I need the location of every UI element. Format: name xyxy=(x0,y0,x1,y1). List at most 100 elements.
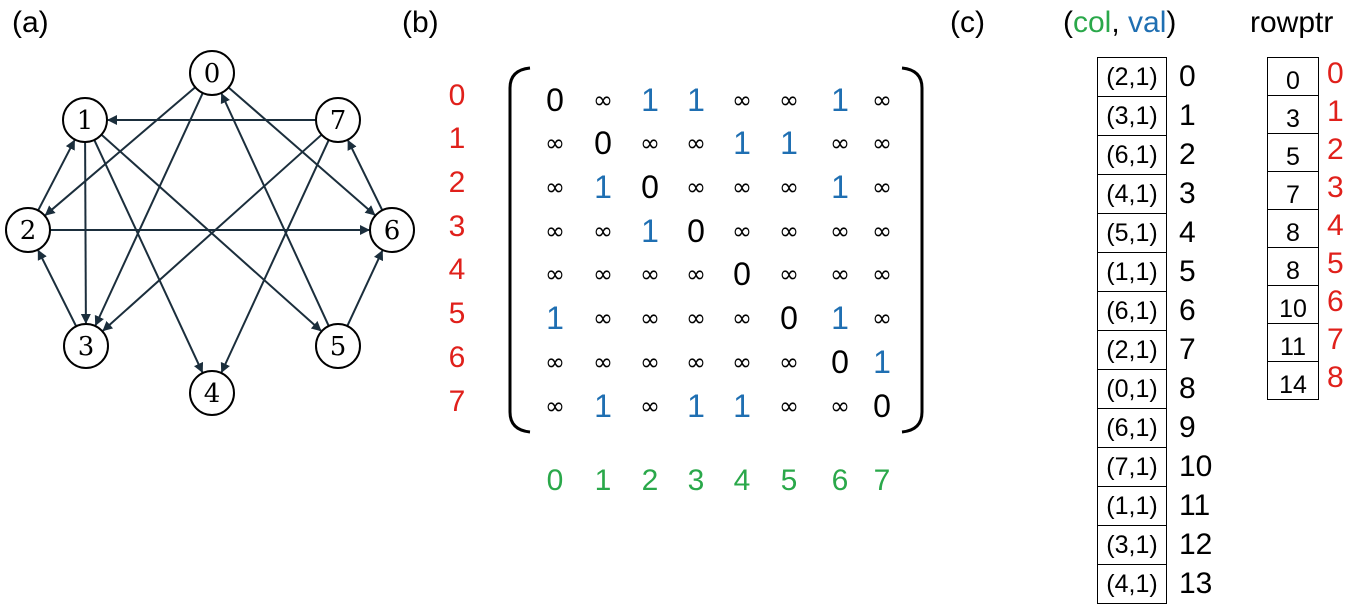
node-label: 2 xyxy=(20,216,37,246)
rowptr-index: 0 xyxy=(1327,57,1344,90)
matrix-cell: ∞ xyxy=(779,348,799,376)
edge-5-to-0 xyxy=(220,92,330,327)
node-circle xyxy=(62,97,108,143)
rowptr-index: 8 xyxy=(1327,361,1344,394)
col-val-index: 9 xyxy=(1179,411,1196,444)
matrix-cell: ∞ xyxy=(779,217,799,245)
matrix-cell: ∞ xyxy=(872,129,892,157)
left-bracket xyxy=(508,66,531,434)
matrix-cell: ∞ xyxy=(872,173,892,201)
rowptr-index: 4 xyxy=(1327,209,1344,242)
matrix-cell: 1 xyxy=(687,388,705,424)
node-1: 1 xyxy=(62,97,108,143)
node-circle xyxy=(189,370,235,416)
edge-2-to-1 xyxy=(37,139,76,211)
matrix-column-index: 6 xyxy=(831,464,849,497)
matrix-row-index: 5 xyxy=(448,297,466,330)
rowptr-entry: 8 xyxy=(1267,247,1319,286)
edge-6-to-7 xyxy=(347,139,384,211)
matrix-cell: ∞ xyxy=(545,392,565,420)
matrix-cell: ∞ xyxy=(545,260,565,288)
rowptr-entry: 10 xyxy=(1267,285,1319,324)
node-2: 2 xyxy=(5,207,51,253)
col-val-entry: (0,1) xyxy=(1097,369,1167,409)
col-val-entry: (4,1) xyxy=(1097,174,1167,214)
node-circle xyxy=(189,50,235,96)
rowptr-index: 3 xyxy=(1327,171,1344,204)
matrix-cell: 1 xyxy=(687,82,705,118)
matrix-cell: ∞ xyxy=(640,129,660,157)
matrix-cell: ∞ xyxy=(686,348,706,376)
col-val-index: 5 xyxy=(1179,255,1196,288)
edge-0-to-3 xyxy=(94,92,204,327)
node-circle xyxy=(63,323,109,369)
csr-header: (col, val) xyxy=(1063,8,1176,38)
matrix-cell: ∞ xyxy=(640,260,660,288)
node-5: 5 xyxy=(315,323,361,369)
col-val-index: 8 xyxy=(1179,372,1196,405)
matrix-cell: 0 xyxy=(687,213,705,249)
matrix-cell: 1 xyxy=(733,125,751,161)
matrix-cell: ∞ xyxy=(830,392,850,420)
edge-1-to-3 xyxy=(80,141,91,325)
col-val-index: 2 xyxy=(1179,138,1196,171)
panel-label-a: (a) xyxy=(12,6,49,39)
matrix-cell: ∞ xyxy=(830,129,850,157)
col-val-index: 12 xyxy=(1179,528,1213,561)
rowptr-index: 5 xyxy=(1327,247,1344,280)
col-val-index: 13 xyxy=(1179,567,1213,600)
matrix-cell: ∞ xyxy=(872,217,892,245)
edge-5-to-6 xyxy=(346,249,384,327)
col-val-entry: (3,1) xyxy=(1097,96,1167,136)
csr-header-col: col xyxy=(1073,6,1112,39)
matrix-row-index: 7 xyxy=(448,385,466,418)
matrix-cell: 1 xyxy=(780,125,798,161)
col-val-index: 11 xyxy=(1179,489,1211,522)
col-val-entry: (6,1) xyxy=(1097,291,1167,331)
matrix-column-index: 5 xyxy=(780,464,798,497)
matrix-row-index: 6 xyxy=(448,341,466,374)
matrix-cell: ∞ xyxy=(640,392,660,420)
matrix-cell: 1 xyxy=(641,213,659,249)
col-val-index: 6 xyxy=(1179,294,1196,327)
col-val-index: 3 xyxy=(1179,177,1196,210)
matrix-cell: 0 xyxy=(831,344,849,380)
col-val-index: 7 xyxy=(1179,333,1196,366)
matrix-cell: ∞ xyxy=(779,260,799,288)
node-label: 0 xyxy=(204,59,221,89)
col-val-entry: (6,1) xyxy=(1097,135,1167,175)
matrix-cell: ∞ xyxy=(779,173,799,201)
matrix-column-index: 0 xyxy=(546,464,564,497)
matrix-cell: ∞ xyxy=(686,173,706,201)
matrix-cell: 1 xyxy=(594,388,612,424)
matrix-cell: ∞ xyxy=(593,86,613,114)
panel-label-b: (b) xyxy=(402,6,439,39)
matrix-column-index: 7 xyxy=(873,464,891,497)
matrix-row-index: 3 xyxy=(448,210,466,243)
matrix-cell: 1 xyxy=(641,82,659,118)
col-val-index: 0 xyxy=(1179,60,1196,93)
matrix-cell: ∞ xyxy=(872,260,892,288)
matrix-row-index: 4 xyxy=(448,253,466,286)
node-circle xyxy=(369,207,415,253)
csr-header-close: ) xyxy=(1166,6,1177,39)
matrix-cell: 1 xyxy=(873,344,891,380)
node-label: 3 xyxy=(78,332,95,362)
csr-header-val: val xyxy=(1128,6,1167,39)
col-val-entry: (2,1) xyxy=(1097,330,1167,370)
matrix-cell: 0 xyxy=(780,300,798,336)
rowptr-entry: 11 xyxy=(1267,323,1319,362)
matrix-row-index: 1 xyxy=(448,122,466,155)
csr-header-open: ( xyxy=(1063,6,1073,39)
matrix-cell: ∞ xyxy=(779,392,799,420)
matrix-cell: ∞ xyxy=(732,217,752,245)
matrix-cell: 1 xyxy=(594,169,612,205)
matrix-row-index: 2 xyxy=(448,166,466,199)
matrix-cell: ∞ xyxy=(545,348,565,376)
matrix-cell: 0 xyxy=(594,125,612,161)
matrix-cell: 0 xyxy=(641,169,659,205)
matrix-column-index: 4 xyxy=(733,464,751,497)
node-label: 5 xyxy=(330,332,347,362)
